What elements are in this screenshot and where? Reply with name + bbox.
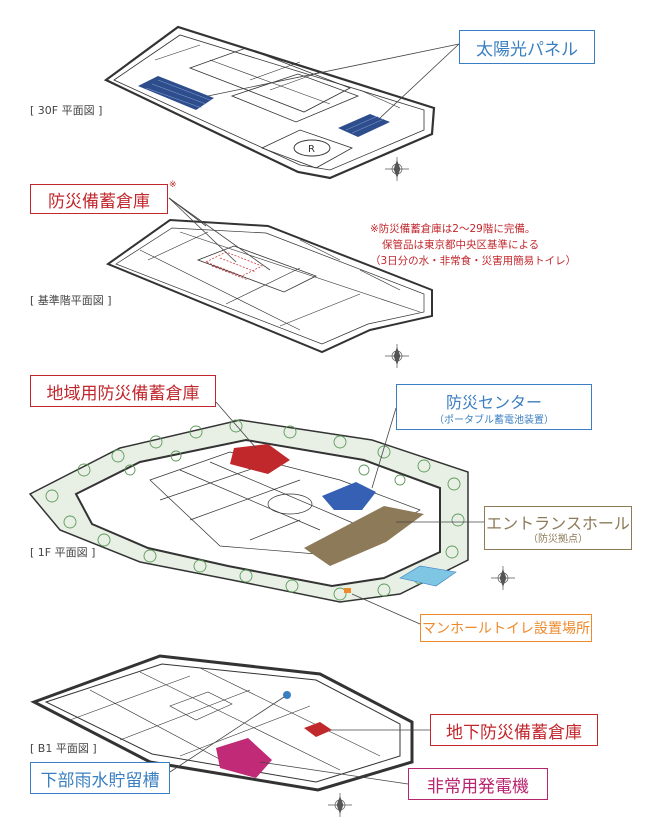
storage-note-line1: ※防災備蓄倉庫は2～29階に完備。 xyxy=(370,223,536,235)
plan-caption-b1: [ B1 平面図 ] xyxy=(30,742,97,755)
rain-tank-marker xyxy=(283,691,291,699)
plan-typical xyxy=(105,218,433,354)
typical-storage-highlight xyxy=(205,251,263,281)
disaster-center-sublabel: （ポータブル蓄電池装置） xyxy=(434,415,554,426)
solar-panel-label: 太陽光パネル xyxy=(459,30,595,64)
emergency-generator-label: 非常用発電機 xyxy=(408,768,548,800)
b1-generator-highlight xyxy=(216,738,272,778)
storage-leaders xyxy=(168,197,271,271)
storage-note-mark: ※ xyxy=(169,180,177,190)
svg-text:R: R xyxy=(308,144,315,155)
b1-storage-highlight xyxy=(304,722,332,737)
storage-label: 防災備蓄倉庫 xyxy=(30,184,168,214)
solar-panels-right xyxy=(338,114,390,137)
b1-leaders xyxy=(169,696,430,785)
storage-note-line3: （3日分の水・非常食・災害用簡易トイレ） xyxy=(370,255,577,267)
plan-30f: R xyxy=(103,25,436,180)
entrance-hall-label: エントランスホール xyxy=(484,506,632,550)
plan-1f xyxy=(28,419,469,603)
compass-icon xyxy=(328,793,352,817)
1f-leaders xyxy=(215,401,484,625)
plan-caption-typical: [ 基準階平面図 ] xyxy=(30,294,112,307)
storage-note-line2: 保管品は東京都中央区基準による xyxy=(382,239,540,251)
plan-caption-1f: [ 1F 平面図 ] xyxy=(30,546,96,559)
entrance-hall-sublabel: （防災拠点） xyxy=(528,534,588,545)
local-storage-label: 地域用防災備蓄倉庫 xyxy=(30,375,216,407)
rain-tank-label: 下部雨水貯留槽 xyxy=(30,762,170,794)
b1-storage-label: 地下防災備蓄倉庫 xyxy=(430,714,598,746)
solar-leaders xyxy=(207,43,460,119)
disaster-center-label: 防災センター xyxy=(396,384,592,430)
plan-b1 xyxy=(30,654,414,792)
compass-icon xyxy=(385,344,409,368)
solar-panels-left xyxy=(138,76,214,110)
plan-caption-30f: [ 30F 平面図 ] xyxy=(30,104,103,117)
compass-icon xyxy=(385,157,409,181)
manhole-toilet-label: マンホールトイレ設置場所 xyxy=(420,614,592,642)
compass-icon xyxy=(491,566,515,590)
